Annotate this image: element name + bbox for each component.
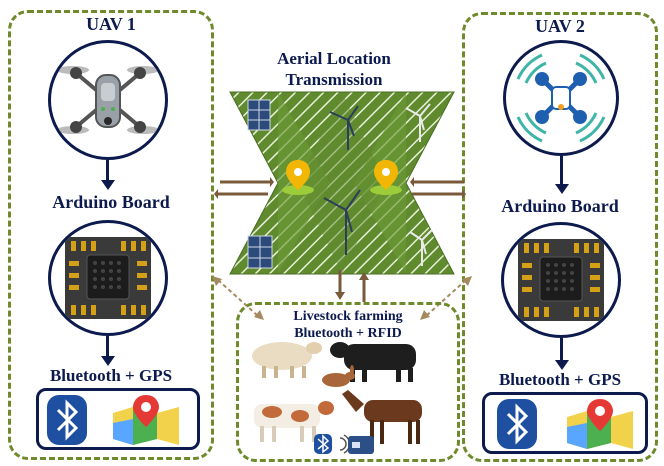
drone-icon <box>57 66 159 134</box>
uav1-board-circle <box>48 220 168 336</box>
sheep-icon <box>252 342 322 378</box>
uav2-panel <box>462 12 658 462</box>
bluetooth-icon <box>47 395 87 445</box>
location-pin-icon <box>282 160 314 195</box>
bidirectional-arrow-left <box>214 177 274 199</box>
uav1-comm-title: Bluetooth + GPS <box>49 366 173 385</box>
chip-icon <box>65 237 151 319</box>
arrow-down-icon <box>101 180 115 190</box>
bluetooth-small-icon <box>314 434 332 454</box>
uav2-title: UAV 2 <box>535 16 585 36</box>
wind-turbine-icon <box>405 103 431 142</box>
uav1-connector-2 <box>106 336 109 358</box>
uav1-connector-1 <box>106 160 109 182</box>
spotted-cow-icon <box>254 401 334 442</box>
uav2-connector-2 <box>560 338 563 362</box>
uav1-comm-box <box>36 388 200 450</box>
wind-turbine-icon <box>409 229 433 266</box>
arrow-down-icon <box>101 356 115 366</box>
uav2-board-title: Arduino Board <box>501 196 619 216</box>
uav2-board-circle <box>501 222 621 338</box>
rabbit-icon <box>322 365 355 387</box>
location-pin-icon <box>370 160 402 195</box>
uav1-title: UAV 1 <box>86 14 136 34</box>
map-location-icon <box>113 395 179 445</box>
solar-panel-icon <box>247 235 273 269</box>
uav1-drone-circle <box>48 40 168 160</box>
aerial-title-line1: Aerial Location <box>277 49 391 68</box>
livestock-panel <box>236 302 460 462</box>
bidirectional-arrow-right <box>410 177 466 199</box>
livestock-title-line2: Bluetooth + RFID <box>294 326 402 341</box>
aerial-title: Aerial Location Transmission <box>236 48 432 90</box>
rfid-card-icon <box>339 434 374 454</box>
chip-icon <box>518 239 604 321</box>
vertical-arrows <box>335 270 369 302</box>
uav2-drone-circle <box>503 40 619 156</box>
aerial-title-line2: Transmission <box>285 70 383 89</box>
uav1-board-title: Arduino Board <box>52 192 170 212</box>
drone-signal-icon <box>516 53 606 143</box>
livestock-title: Livestock farming Bluetooth + RFID <box>236 308 460 342</box>
wind-turbine-icon <box>329 105 359 150</box>
livestock-animals <box>252 342 422 454</box>
livestock-title-line1: Livestock farming <box>293 309 403 324</box>
wind-turbine-icon <box>323 189 361 255</box>
diagonal-link-right <box>420 276 472 320</box>
horse-icon <box>342 390 422 444</box>
uav1-panel <box>8 10 214 460</box>
aerial-field-map <box>229 91 455 275</box>
map-location-icon <box>567 399 633 449</box>
arrow-down-icon <box>555 360 569 370</box>
uav2-comm-title: Bluetooth + GPS <box>498 370 622 389</box>
arrow-down-icon <box>555 184 569 194</box>
uav2-comm-box <box>482 392 648 454</box>
uav2-connector-1 <box>560 156 563 186</box>
solar-panel-icon <box>247 99 271 131</box>
bluetooth-icon <box>497 399 537 449</box>
